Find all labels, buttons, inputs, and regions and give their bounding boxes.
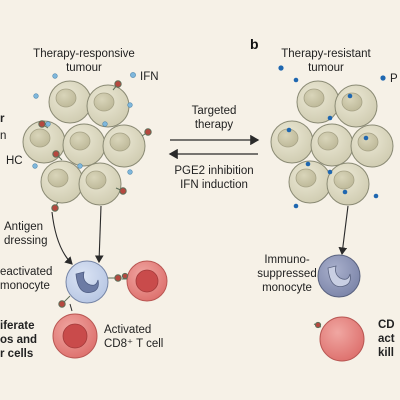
mhc-icon <box>38 120 49 129</box>
tumour-to-suppressed-monocyte-arrow <box>338 205 349 256</box>
tumour-cell <box>296 80 340 124</box>
tumour-cell <box>78 162 122 206</box>
left-title: Therapy-responsive tumour <box>20 47 148 75</box>
mhc-icon <box>112 80 122 91</box>
mhc-icon <box>51 201 59 212</box>
tumour-cell <box>270 120 314 164</box>
left-edge-r: r <box>0 113 5 125</box>
pge2-dot <box>347 93 353 99</box>
antigen-dressing-label: Antigen dressing <box>4 220 47 248</box>
mhc-molecules <box>38 80 152 212</box>
pge2-dot <box>327 115 333 121</box>
activated-cd8-line1: Activated <box>104 324 152 336</box>
targeted-therapy-label: Targeted therapy <box>165 104 263 132</box>
ifn-dot <box>32 163 38 169</box>
immunosuppressed-label: Immuno- suppressed monocyte <box>252 253 322 295</box>
mhc-icon <box>115 187 127 195</box>
pge2-dots <box>278 65 386 209</box>
left-title-line2: tumour <box>66 62 102 74</box>
pge2-dot <box>380 75 386 81</box>
activated-mono-line1: eactivated <box>0 266 53 278</box>
antigen-line2: dressing <box>4 235 48 247</box>
pge2-dot <box>363 135 369 141</box>
left-edge-n: n <box>0 130 7 142</box>
mhc-icon <box>58 295 71 308</box>
activated-cd8-label: Activated CD8⁺ T cell <box>104 323 163 351</box>
activated-cd8-t-cell <box>52 313 98 359</box>
pge2-dot <box>373 193 379 199</box>
left-bold-line1: iferate <box>0 320 35 332</box>
immuno-line2: suppressed <box>257 268 317 280</box>
tumour-cell <box>326 162 370 206</box>
right-bold-line3: kill <box>378 347 394 359</box>
ifn-label: IFN <box>140 71 159 83</box>
pge2-dot <box>327 169 333 175</box>
pge2-line2: IFN induction <box>180 179 248 191</box>
mhc-icon <box>108 274 122 282</box>
mhc-icon <box>52 150 63 161</box>
right-bold-line2: act <box>378 333 395 345</box>
activated-monocyte <box>65 260 109 304</box>
right-title-line1: Therapy-resistant <box>281 48 371 60</box>
ifn-dot <box>33 93 39 99</box>
immuno-line3: monocyte <box>262 282 312 294</box>
right-tumour-cluster <box>270 80 394 206</box>
right-title: Therapy-resistant tumour <box>266 47 386 75</box>
antigen-dressing-arrow <box>51 211 73 265</box>
activated-monocyte-label: eactivated monocyte <box>0 265 52 293</box>
mhc-icon <box>141 128 152 137</box>
targeted-line1: Targeted <box>191 105 237 117</box>
right-bold-line1: CD <box>378 319 395 331</box>
left-tumour-cluster <box>22 80 146 206</box>
ifn-dot <box>77 163 83 169</box>
activated-cd8-line2: CD8⁺ T cell <box>104 338 164 350</box>
t-cell <box>121 260 168 302</box>
tumour-cell <box>48 80 92 124</box>
ifn-dots <box>32 72 136 269</box>
activated-mono-line2: monocyte <box>0 280 50 292</box>
ifn-dot <box>130 72 136 78</box>
panel-b-letter: b <box>250 36 259 52</box>
left-bold-line2: os and <box>0 334 38 346</box>
left-title-line1: Therapy-responsive <box>33 48 135 60</box>
tumour-cell <box>102 124 146 168</box>
tumour-cell <box>334 84 378 128</box>
tumour-cell <box>40 160 84 204</box>
pge2-dot <box>293 203 299 209</box>
left-bold-label: iferate os and r cells <box>0 319 37 361</box>
left-edge-hc: HC <box>6 155 23 167</box>
ifn-dot <box>127 169 133 175</box>
targeted-line2: therapy <box>194 119 234 131</box>
tumour-cell <box>310 123 354 167</box>
monocyte-to-tcell-arrow <box>69 303 73 312</box>
pge2-dot <box>293 77 299 83</box>
pge2-inhibition-label: PGE2 inhibition IFN induction <box>160 164 268 192</box>
pge2-line1: PGE2 inhibition <box>174 165 254 177</box>
immunosuppressed-monocyte <box>317 254 361 298</box>
antigen-line1: Antigen <box>4 221 44 233</box>
ifn-dot <box>52 73 58 79</box>
right-bold-label: CD act kill <box>378 318 395 360</box>
pge2-dot <box>305 161 311 167</box>
tumour-to-monocyte-arrow <box>94 205 104 264</box>
inactive-t-cell <box>313 316 365 362</box>
ifn-dot <box>127 102 133 108</box>
pg-label: P <box>390 73 398 85</box>
immuno-line1: Immuno- <box>264 254 310 266</box>
right-title-line2: tumour <box>308 62 344 74</box>
tumour-cell <box>62 123 106 167</box>
tumour-cell <box>350 124 394 168</box>
tumour-cell <box>288 160 332 204</box>
pge2-dot <box>286 127 292 133</box>
ifn-dot <box>45 121 51 127</box>
tumour-cell <box>86 84 130 128</box>
pge2-dot <box>278 65 284 71</box>
ifn-dot <box>102 121 108 127</box>
pge2-dot <box>342 189 348 195</box>
left-bold-line3: r cells <box>0 348 34 360</box>
monocyte-mhc <box>58 274 122 308</box>
